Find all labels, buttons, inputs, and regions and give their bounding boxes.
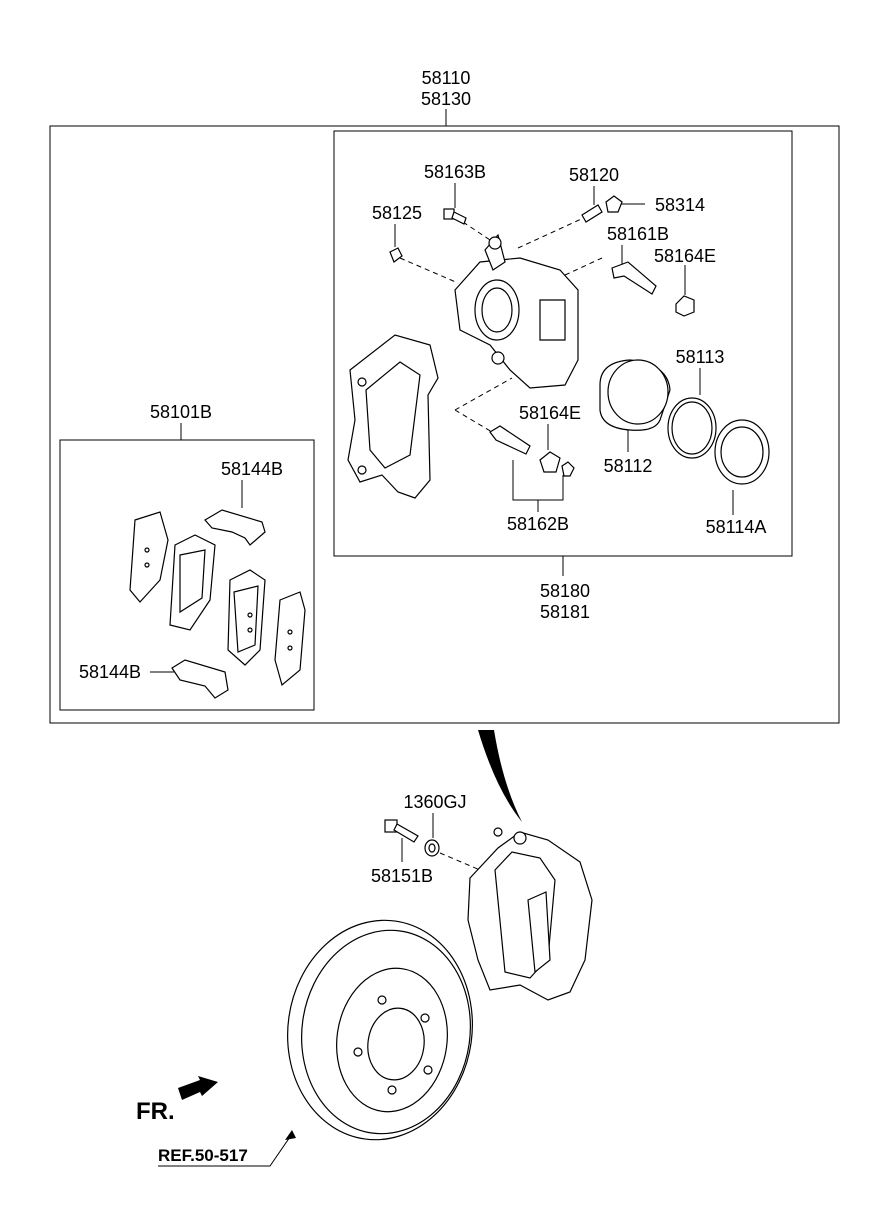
leader-58162b bbox=[512, 460, 564, 512]
leader-ref bbox=[158, 1133, 293, 1167]
brake-pads bbox=[129, 511, 306, 687]
label-58164e-lower: 58164E bbox=[519, 403, 581, 423]
caliper-body bbox=[454, 233, 579, 389]
label-58120: 58120 bbox=[569, 165, 619, 185]
label-assy-top-2: 58130 bbox=[421, 89, 471, 109]
front-direction-arrow-icon bbox=[178, 1076, 218, 1100]
caliper-assembly-box bbox=[49, 125, 840, 724]
label-assy-top-1: 58110 bbox=[422, 68, 471, 88]
ref-arrowhead bbox=[285, 1130, 296, 1140]
dash-pin bbox=[564, 257, 603, 276]
label-58151b: 58151B bbox=[371, 866, 433, 886]
dash-bolt bbox=[462, 221, 491, 241]
label-58162b: 58162B bbox=[507, 514, 569, 534]
dash-mount bbox=[439, 852, 481, 871]
label-1360gj: 1360GJ bbox=[403, 792, 466, 812]
assembled-caliper bbox=[467, 827, 593, 1001]
pad-clip-upper-part bbox=[204, 509, 266, 546]
label-58161b: 58161B bbox=[607, 224, 669, 244]
brake-disc bbox=[287, 919, 473, 1141]
front-marker: FR. bbox=[136, 1098, 175, 1125]
assembly-arrow bbox=[478, 730, 522, 822]
label-58314: 58314 bbox=[655, 195, 705, 215]
seal-58113-part bbox=[667, 397, 717, 459]
label-58163b: 58163B bbox=[424, 162, 486, 182]
label-housing-2: 58181 bbox=[540, 602, 590, 622]
caliper-carrier bbox=[347, 334, 439, 499]
pin-58161b-part bbox=[611, 261, 657, 295]
boot-58114a-part bbox=[714, 419, 770, 485]
bolt-58151b-part bbox=[384, 819, 419, 843]
bolt-58163b-part bbox=[443, 208, 467, 225]
dash-lower-pin-2 bbox=[454, 409, 493, 433]
reference-label: REF.50-517 bbox=[158, 1146, 248, 1165]
cap-58314-part bbox=[605, 195, 623, 213]
washer-1360gj-part bbox=[424, 839, 440, 857]
dash-lower-pin bbox=[454, 377, 513, 411]
pin-lower-part bbox=[489, 425, 575, 477]
bleeder-58120-part bbox=[581, 204, 603, 223]
pad-kit-box bbox=[59, 439, 315, 711]
label-pad-clip-upper: 58144B bbox=[221, 459, 283, 479]
boot-58164e-upper-part bbox=[675, 295, 695, 317]
dash-bleeder bbox=[517, 214, 591, 249]
label-58125: 58125 bbox=[372, 203, 422, 223]
label-58113: 58113 bbox=[676, 347, 725, 367]
pad-clip-lower-part bbox=[171, 659, 229, 699]
label-pad-clip-lower: 58144B bbox=[79, 662, 141, 682]
piston-58112-part bbox=[599, 359, 671, 431]
label-housing-1: 58180 bbox=[540, 581, 590, 601]
cap-58125-part bbox=[389, 247, 403, 263]
label-pad-kit: 58101B bbox=[150, 402, 212, 422]
label-58114a: 58114A bbox=[706, 517, 767, 537]
label-58164e-upper: 58164E bbox=[654, 246, 716, 266]
label-58112: 58112 bbox=[604, 456, 653, 476]
dash-cap bbox=[399, 257, 459, 284]
